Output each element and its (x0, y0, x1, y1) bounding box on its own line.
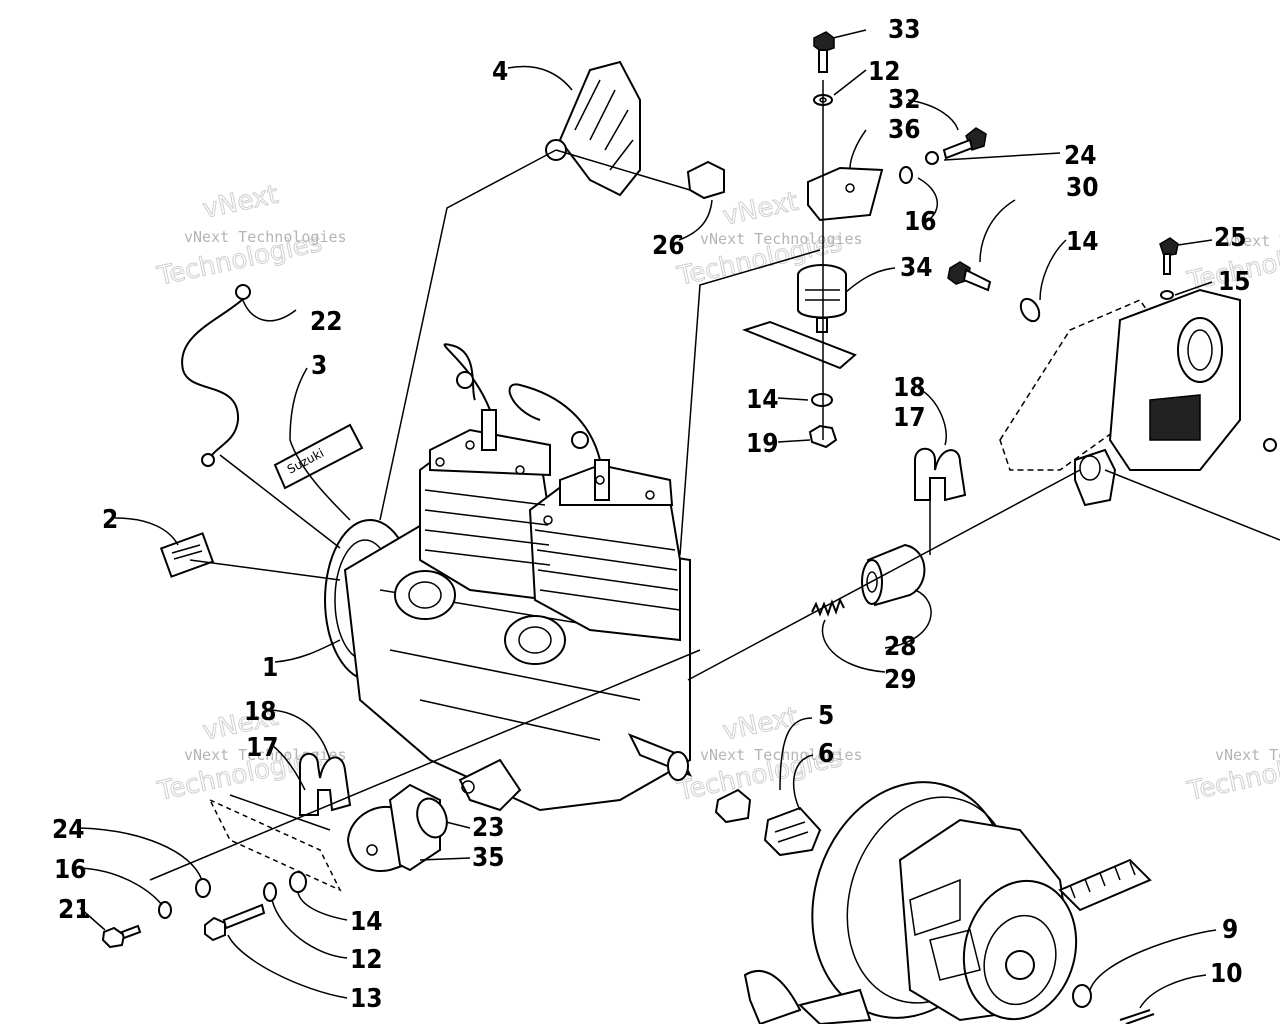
svg-text:vNext Technologies: vNext Technologies (1225, 232, 1280, 250)
bolt-part-13 (204, 903, 266, 942)
callout-18-right: 18 (893, 373, 926, 403)
bolt-part-25 (1159, 237, 1179, 300)
decal-part-3: Suzuki (273, 423, 364, 490)
callout-29: 29 (884, 665, 917, 695)
clip-parts-17-18-right (914, 447, 967, 502)
drive-clutch (811, 781, 1078, 1022)
callout-26: 26 (652, 231, 685, 261)
callout-17-left: 17 (246, 733, 279, 763)
svg-text:vNext: vNext (720, 702, 801, 747)
callout-25: 25 (1214, 223, 1247, 253)
recoil-starter-part-4 (545, 60, 691, 197)
callout-24-bottom: 24 (52, 815, 85, 845)
callout-9: 9 (1222, 915, 1238, 945)
callout-23: 23 (472, 813, 505, 843)
spring-part-29 (811, 597, 845, 617)
bolt-part-30 (947, 261, 1041, 323)
rubber-mount-part-35 (346, 783, 441, 872)
callout-5: 5 (818, 701, 834, 731)
svg-text:vNext: vNext (720, 187, 801, 232)
drive-belt (743, 858, 1152, 1026)
callout-10: 10 (1210, 959, 1243, 989)
callout-35: 35 (472, 843, 505, 873)
bolt-part-10 (1119, 1009, 1155, 1025)
svg-text:vNext Technologies: vNext Technologies (700, 746, 863, 764)
mount-plate-lower (208, 794, 342, 892)
engine-assembly (324, 343, 693, 812)
svg-text:vNext: vNext (200, 180, 281, 225)
callout-21: 21 (58, 895, 91, 925)
callout-4: 4 (492, 57, 508, 87)
washer-part-12-lower (263, 882, 277, 902)
callout-15: 15 (1218, 267, 1251, 297)
callout-1: 1 (262, 653, 278, 683)
clip-parts-17-18-left (299, 752, 352, 816)
leader-lines (79, 29, 1280, 1009)
svg-text:vNext Technologies: vNext Technologies (184, 228, 347, 246)
spacer-parts-5-6 (714, 788, 822, 857)
washer-part-24-lower (195, 878, 211, 898)
callout-14-bottom: 14 (350, 907, 383, 937)
callout-33: 33 (888, 15, 921, 45)
washer-part-16-lower (158, 901, 172, 919)
engine-plate-bracket (999, 288, 1277, 507)
callout-19: 19 (746, 429, 779, 459)
washer-part-14-lower (289, 871, 307, 893)
callout-14-right: 14 (1066, 227, 1099, 257)
callout-36: 36 (888, 115, 921, 145)
svg-text:vNext Technologies: vNext Technologies (1215, 746, 1280, 764)
callout-labels: 1 2 3 4 5 6 9 10 12 12 13 14 14 14 15 16… (52, 15, 1251, 1014)
callout-14-mid: 14 (746, 385, 779, 415)
callout-2: 2 (102, 505, 118, 535)
mount-stack (742, 31, 987, 449)
callout-16-bottom: 16 (54, 855, 87, 885)
callout-17-right: 17 (893, 403, 926, 433)
callout-24-top: 24 (1064, 141, 1097, 171)
callout-12-bottom: 12 (350, 945, 383, 975)
callout-12-top: 12 (868, 57, 901, 87)
callout-6: 6 (818, 739, 834, 769)
bushing-part-28 (861, 543, 926, 607)
callout-13: 13 (350, 984, 383, 1014)
washer-part-23 (416, 797, 448, 839)
ground-wire-part-22 (181, 284, 251, 467)
callout-22: 22 (310, 307, 343, 337)
bolt-part-21 (101, 924, 142, 949)
callout-18-left: 18 (244, 697, 277, 727)
callout-28: 28 (884, 632, 917, 662)
callout-3: 3 (311, 351, 327, 381)
callout-34: 34 (900, 253, 933, 283)
callout-32: 32 (888, 85, 921, 115)
washer-part-9 (1072, 984, 1092, 1008)
clip-part-26 (686, 160, 725, 200)
svg-text:vNext Technologies: vNext Technologies (700, 230, 863, 248)
callout-30: 30 (1066, 173, 1099, 203)
callout-16-top: 16 (904, 207, 937, 237)
